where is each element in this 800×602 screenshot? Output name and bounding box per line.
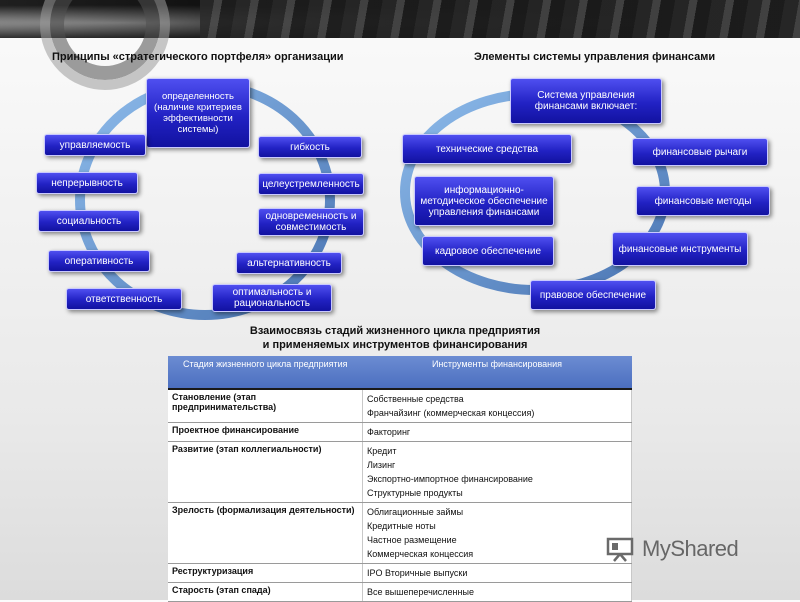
stage-cell: Проектное финансирование: [168, 423, 363, 442]
watermark-text: MyShared: [642, 536, 738, 562]
element-staffing: кадровое обеспечение: [422, 236, 554, 266]
element-financial-levers: финансовые рычаги: [632, 138, 768, 166]
element-financial-instruments: финансовые инструменты: [612, 232, 748, 266]
principle-certainty: определенность (наличие критериев эффект…: [146, 78, 250, 148]
principle-flexibility: гибкость: [258, 136, 362, 158]
principle-responsibility: ответственность: [66, 288, 182, 310]
tools-cell: Облигационные займы Кредитные ноты Частн…: [363, 503, 632, 564]
tools-cell: Собственные средства Франчайзинг (коммер…: [363, 389, 632, 423]
presentation-icon: [606, 536, 636, 562]
table-row: Развитие (этап коллегиальности) Кредит Л…: [168, 442, 632, 503]
element-technical-means: технические средства: [402, 134, 572, 164]
principle-efficiency: оперативность: [48, 250, 150, 272]
element-info-methodical: информационно-методическое обеспечение у…: [414, 176, 554, 226]
tool-item: Экспортно-импортное финансирование: [367, 472, 627, 486]
col-header-stage: Стадия жизненного цикла предприятия: [168, 356, 363, 389]
table-row: Реструктуризация IPO Вторичные выпуски: [168, 564, 632, 583]
tool-item: Облигационные займы: [367, 505, 627, 519]
tools-cell: Факторинг: [363, 423, 632, 442]
table-row: Проектное финансирование Факторинг: [168, 423, 632, 442]
table-title-line2: и применяемых инструментов финансировани…: [200, 338, 590, 352]
right-diagram-title: Элементы системы управления финансами: [474, 51, 715, 63]
tool-item: Кредитные ноты: [367, 519, 627, 533]
tool-item: Коммерческая концессия: [367, 547, 627, 561]
principle-manageability: управляемость: [44, 134, 146, 156]
principle-optimality: оптимальность и рациональность: [212, 284, 332, 312]
tool-item: Франчайзинг (коммерческая концессия): [367, 406, 627, 420]
table-row: Зрелость (формализация деятельности) Обл…: [168, 503, 632, 564]
tools-cell: Кредит Лизинг Экспортно-импортное финанс…: [363, 442, 632, 503]
principle-sociality: социальность: [38, 210, 140, 232]
stage-cell: Реструктуризация: [168, 564, 363, 583]
tool-item: IPO Вторичные выпуски: [367, 566, 627, 580]
table-row: Становление (этап предпринимательства) С…: [168, 389, 632, 423]
tool-item: Кредит: [367, 444, 627, 458]
col-header-tools: Инструменты финансирования: [363, 356, 632, 389]
stage-cell: Зрелость (формализация деятельности): [168, 503, 363, 564]
tools-cell: Все вышеперечисленные: [363, 583, 632, 602]
tool-item: Лизинг: [367, 458, 627, 472]
tool-item: Собственные средства: [367, 392, 627, 406]
principle-alternativeness: альтернативность: [236, 252, 342, 274]
principle-continuity: непрерывность: [36, 172, 138, 194]
table-title: Взаимосвязь стадий жизненного цикла пред…: [200, 324, 590, 352]
stage-cell: Становление (этап предпринимательства): [168, 389, 363, 423]
tool-item: Частное размещение: [367, 533, 627, 547]
tool-item: Структурные продукты: [367, 486, 627, 500]
financing-table: Стадия жизненного цикла предприятия Инст…: [168, 356, 632, 602]
tool-item: Все вышеперечисленные: [367, 585, 627, 599]
stage-cell: Развитие (этап коллегиальности): [168, 442, 363, 503]
principle-simultaneity: одновременность и совместимость: [258, 208, 364, 236]
tool-item: Факторинг: [367, 425, 627, 439]
table-title-line1: Взаимосвязь стадий жизненного цикла пред…: [200, 324, 590, 338]
watermark-logo: MyShared: [606, 536, 738, 562]
element-financial-methods: финансовые методы: [636, 186, 770, 216]
stage-cell: Старость (этап спада): [168, 583, 363, 602]
principle-purposefulness: целеустремленность: [258, 173, 364, 195]
tools-cell: IPO Вторичные выпуски: [363, 564, 632, 583]
table-row: Старость (этап спада) Все вышеперечислен…: [168, 583, 632, 602]
element-legal-support: правовое обеспечение: [530, 280, 656, 310]
system-includes: Система управления финансами включает:: [510, 78, 662, 124]
